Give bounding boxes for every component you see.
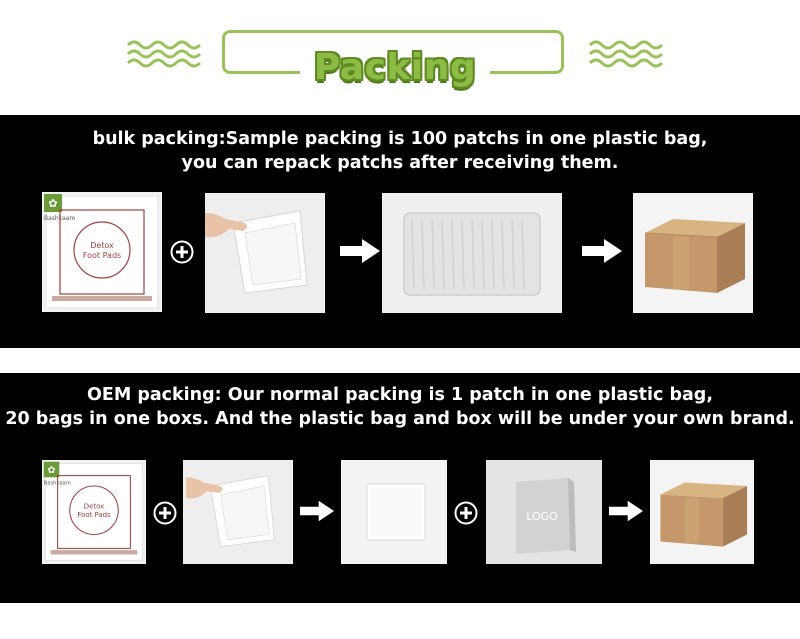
arrow-right-icon [300,500,334,522]
hand-holding-pad-image [205,193,325,313]
hand-holding-pad-image [183,460,293,564]
carton-box-image [650,460,754,564]
plus-icon [153,501,177,525]
bulk-caption-line-1: bulk packing:Sample packing is 100 patch… [92,129,708,149]
package-label-line-2: Foot Pads [77,511,111,519]
left-wave-decoration [126,40,202,68]
page-title: Packing [300,40,490,100]
bulk-caption-line-2: you can repack patchs after receiving th… [181,153,619,173]
plus-icon [170,240,194,264]
bulk-packing-section: bulk packing:Sample packing is 100 patch… [0,115,800,348]
bulk-plastic-bag-image [382,193,562,313]
oem-caption-line-2: 20 bags in one boxs. And the plastic bag… [5,409,795,429]
svg-text:✿: ✿ [48,197,57,210]
foot-pad-package-image: ✿ Bashkaam Detox Foot Pads [42,460,146,564]
oem-packing-section: OEM packing: Our normal packing is 1 pat… [0,373,800,603]
arrow-right-icon [340,239,380,263]
package-label-line-1: Detox [90,241,114,250]
package-label-line-1: Detox [84,503,104,511]
carton-box-image [633,193,753,313]
single-plastic-bag-image [341,460,447,564]
logo-box-image: LOGO [486,460,602,564]
plus-icon [454,501,478,525]
arrow-right-icon [609,500,643,522]
foot-pad-package-image: ✿ Bashkaam Detox Foot Pads [42,192,162,312]
box-logo-text: LOGO [526,510,558,523]
header: Packing [0,0,800,115]
svg-text:✿: ✿ [48,465,56,476]
oem-caption-line-1: OEM packing: Our normal packing is 1 pat… [87,385,713,405]
arrow-right-icon [582,239,622,263]
right-wave-decoration [588,40,664,68]
package-label-line-2: Foot Pads [83,251,121,260]
